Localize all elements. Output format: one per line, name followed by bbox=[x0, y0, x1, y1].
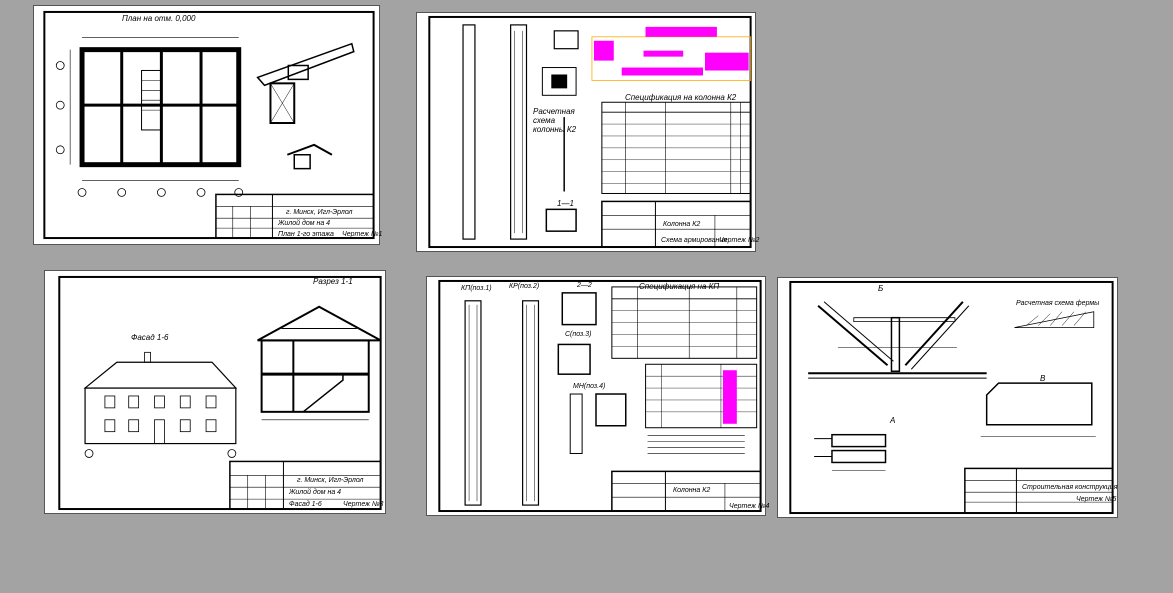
facade-label: Фасад 1-6 bbox=[131, 333, 169, 342]
detail-label-v: В bbox=[1040, 374, 1046, 383]
stamp-name: Строительная конструкция bbox=[1022, 484, 1118, 491]
drawing-sheet-floor-plan[interactable]: План на отм. 0,000 г. Минск, Игл-Эрлол Ж… bbox=[33, 5, 383, 245]
stamp-name: Колонна К2 bbox=[663, 221, 701, 228]
facade-drawing bbox=[58, 275, 382, 511]
floor-plan-drawing bbox=[43, 10, 375, 240]
sheet-title: Расчетная схема фермы bbox=[1016, 300, 1100, 307]
stamp-city: г. Минск, Игл-Эрлол bbox=[286, 209, 353, 216]
sheet-title: Спецификация на КП bbox=[639, 282, 720, 291]
stamp-name: Фасад 1-6 bbox=[289, 501, 322, 508]
sheet-title: План на отм. 0,000 bbox=[122, 14, 196, 23]
stamp-sheet: Чертеж №1 bbox=[342, 231, 383, 238]
sheet-title: Разрез 1-1 bbox=[313, 277, 353, 286]
truss-drawing bbox=[789, 280, 1114, 515]
section-label: 1—1 bbox=[557, 199, 574, 208]
detail-label-a: А bbox=[890, 416, 896, 425]
node-label: С(поз.3) bbox=[565, 331, 592, 338]
stamp-city: г. Минск, Игл-Эрлол bbox=[297, 477, 364, 484]
drawing-sheet-column-kp[interactable]: Спецификация на КП КП(поз.1) КР(поз.2) 2… bbox=[426, 276, 770, 516]
section-label: 2—2 bbox=[577, 282, 592, 289]
column-kp-drawing bbox=[438, 279, 762, 513]
sheet-subtitle: Расчетная схема колонны К2 bbox=[533, 107, 577, 134]
stamp-name: Колонна К2 bbox=[673, 487, 711, 494]
drawing-sheet-column-k2[interactable]: Спецификация на колонна К2 Расчетная схе… bbox=[416, 12, 760, 252]
drawing-sheet-truss[interactable]: Расчетная схема фермы А Б В Строительная… bbox=[777, 277, 1118, 518]
detail-label-b: Б bbox=[878, 284, 884, 293]
sheet-title: Спецификация на колонна К2 bbox=[625, 93, 737, 102]
stamp-sheet: Чертеж №4 bbox=[729, 503, 770, 510]
stamp-sheet: Чертеж №5 bbox=[1076, 496, 1117, 503]
node-label-2: МН(поз.4) bbox=[573, 383, 606, 390]
stamp-scheme: Схема армирования bbox=[661, 237, 727, 244]
stamp-name: План 1-го этажа bbox=[278, 231, 334, 238]
column-right-label: КР(поз.2) bbox=[509, 283, 540, 290]
drawing-sheet-facade[interactable]: Разрез 1-1 Фасад 1-6 г. Минск, Игл-Эрлол… bbox=[44, 270, 386, 514]
stamp-project: Жилой дом на 4 bbox=[289, 489, 342, 496]
stamp-sheet: Чертеж №3 bbox=[343, 501, 384, 508]
stamp-sheet: Чертеж №2 bbox=[719, 237, 760, 244]
stamp-project: Жилой дом на 4 bbox=[278, 220, 331, 227]
column-left-label: КП(поз.1) bbox=[461, 285, 492, 292]
column-k2-drawing bbox=[428, 15, 752, 249]
